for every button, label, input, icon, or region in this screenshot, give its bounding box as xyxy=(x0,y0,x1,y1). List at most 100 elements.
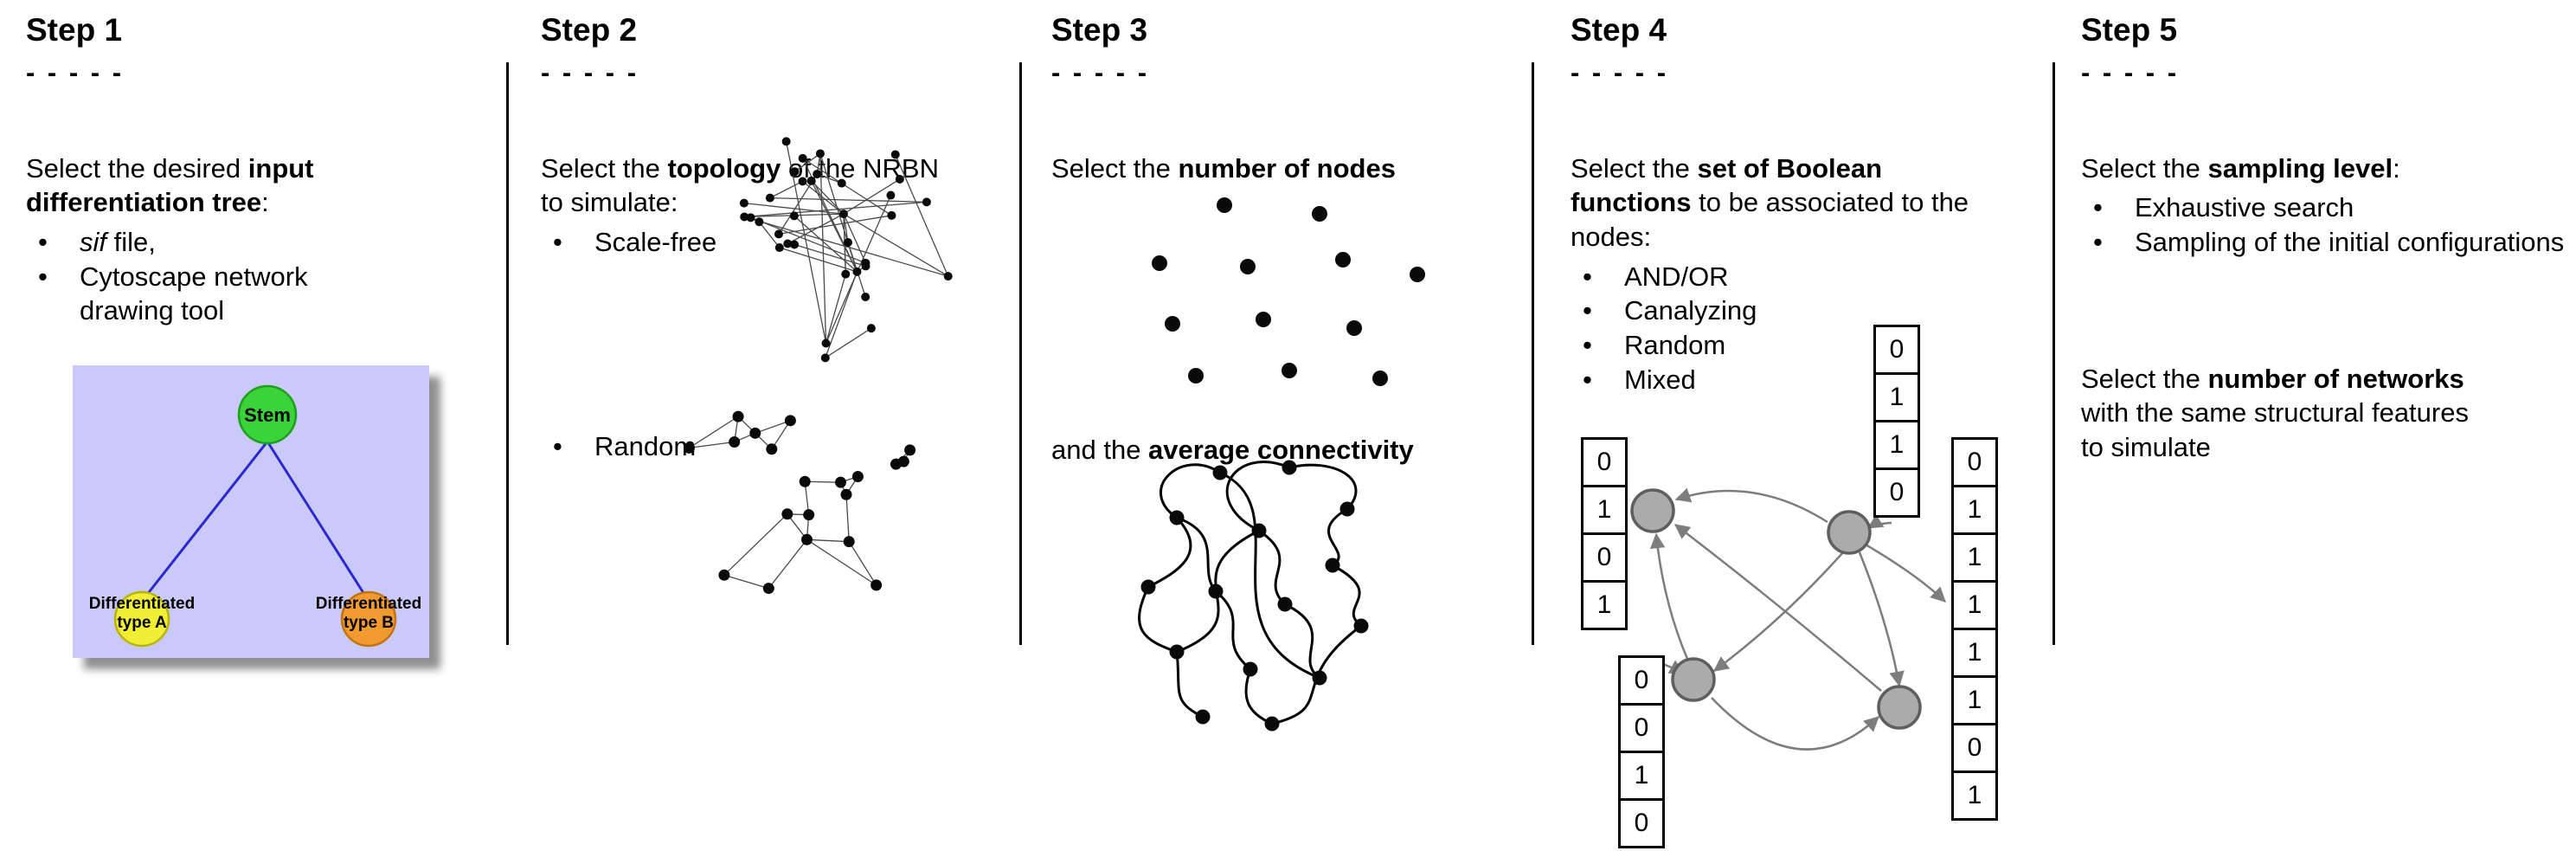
net-node xyxy=(887,210,896,220)
list-item: • Cytoscape network drawing tool xyxy=(26,260,407,328)
connectivity-network-svg xyxy=(1138,460,1369,732)
net-node xyxy=(732,410,744,422)
step-2-dashes: - - - - - xyxy=(541,56,639,87)
table-cell: 0 xyxy=(1873,325,1920,375)
connectivity-edges xyxy=(1138,461,1363,725)
step-5-dashes: - - - - - xyxy=(2081,56,2180,87)
net-edge xyxy=(843,214,849,243)
net-edge xyxy=(793,243,866,268)
bullet-icon: • xyxy=(38,226,48,257)
table-cell: 0 xyxy=(1581,532,1628,583)
truth-table-top: 0 1 1 0 xyxy=(1873,325,1920,518)
bullet-icon: • xyxy=(1583,330,1592,360)
column-divider xyxy=(506,62,509,645)
net-node xyxy=(799,475,811,487)
net-node xyxy=(886,190,896,200)
node-dots xyxy=(1152,197,1425,386)
net-edge xyxy=(816,173,842,184)
stem-node xyxy=(237,384,298,445)
type-a-label-line1: Differentiated xyxy=(89,595,195,613)
table-cell: 1 xyxy=(1618,751,1665,801)
net-edge xyxy=(845,494,850,542)
net-edge xyxy=(793,215,858,273)
table-cell: 1 xyxy=(1951,532,1998,583)
stem-label: Stem xyxy=(244,404,291,426)
step-5-title: Step 5 xyxy=(2081,12,2178,48)
bullet-icon: • xyxy=(38,261,48,292)
list-item: • sif file, xyxy=(26,225,407,260)
net-node xyxy=(774,243,784,253)
tree-edge-b xyxy=(266,441,367,596)
step-3-title: Step 3 xyxy=(1051,12,1148,48)
step-5-options: • Exhaustive search • Sampling of the in… xyxy=(2081,190,2566,259)
boolean-node xyxy=(1827,510,1872,555)
step-1-instruction: Select the desired input differentiation… xyxy=(26,152,314,218)
type-b-node xyxy=(340,590,397,648)
differentiation-tree-figure: Stem Differentiated type A Differentiate… xyxy=(73,365,429,662)
step-4-column: Step 4 - - - - - Select the set of Boole… xyxy=(1571,12,1995,396)
net-node xyxy=(765,193,774,203)
net-node xyxy=(844,238,852,247)
list-item: • Canalyzing xyxy=(1571,293,1995,328)
net-node xyxy=(890,458,902,470)
type-b-label-line2: type B xyxy=(344,614,394,632)
net-node xyxy=(837,178,846,188)
net-edge xyxy=(848,541,877,586)
net-edge xyxy=(743,202,845,215)
net-edge xyxy=(755,420,791,434)
net-node xyxy=(781,508,793,520)
bullet-icon: • xyxy=(2093,226,2103,257)
step-4-options: • AND/OR • Canalyzing • Random • Mixed xyxy=(1571,260,1995,397)
table-cell: 0 xyxy=(1873,467,1920,518)
net-edge xyxy=(787,213,845,245)
table-cell: 0 xyxy=(1618,703,1665,753)
truth-table-right: 0 1 1 1 1 1 0 1 xyxy=(1951,437,1998,821)
net-node xyxy=(813,170,822,179)
net-node xyxy=(890,150,900,159)
net-edge xyxy=(758,221,781,248)
table-cell: 0 xyxy=(1581,437,1628,487)
bullet-icon: • xyxy=(1583,364,1592,395)
net-node xyxy=(943,272,953,281)
step-3-column: Step 3 - - - - - Select the number of no… xyxy=(1051,12,1536,473)
net-node xyxy=(820,353,830,363)
net-node xyxy=(729,435,741,448)
net-node xyxy=(755,217,764,227)
type-a-node xyxy=(113,590,170,648)
type-b-label-line1: Differentiated xyxy=(316,595,421,613)
net-node xyxy=(815,149,825,158)
scale-free-network-svg xyxy=(739,137,953,363)
net-edge xyxy=(744,201,927,218)
net-node xyxy=(803,509,815,521)
column-divider xyxy=(1019,62,1022,645)
net-node xyxy=(766,443,778,455)
net-node xyxy=(852,267,862,276)
table-cell: 0 xyxy=(1951,437,1998,487)
net-edge xyxy=(768,538,808,589)
net-edge xyxy=(895,154,949,277)
list-item: • Exhaustive search xyxy=(2081,190,2566,225)
step-1-column: Step 1 - - - - - Select the desired inpu… xyxy=(26,12,407,328)
net-edge xyxy=(769,180,803,199)
tree-edge-a xyxy=(145,441,269,596)
table-cell: 1 xyxy=(1873,372,1920,422)
net-node xyxy=(783,239,793,248)
boolean-network-edges xyxy=(1649,487,1946,751)
step-4-dashes: - - - - - xyxy=(1571,56,1669,87)
random-network-svg xyxy=(683,410,916,595)
table-cell: 1 xyxy=(1951,675,1998,725)
net-edge xyxy=(825,271,858,358)
net-node xyxy=(841,269,851,279)
net-node xyxy=(739,198,748,208)
net-edge xyxy=(806,538,877,586)
bullet-icon: • xyxy=(1583,261,1592,292)
net-edge xyxy=(794,152,821,172)
net-node xyxy=(749,427,761,439)
table-cell: 1 xyxy=(1951,628,1998,678)
step-4-title: Step 4 xyxy=(1571,12,1667,48)
table-cell: 1 xyxy=(1951,485,1998,535)
net-node xyxy=(866,324,876,333)
table-cell: 0 xyxy=(1618,798,1665,848)
table-cell: 1 xyxy=(1951,580,1998,630)
net-node xyxy=(774,229,783,239)
